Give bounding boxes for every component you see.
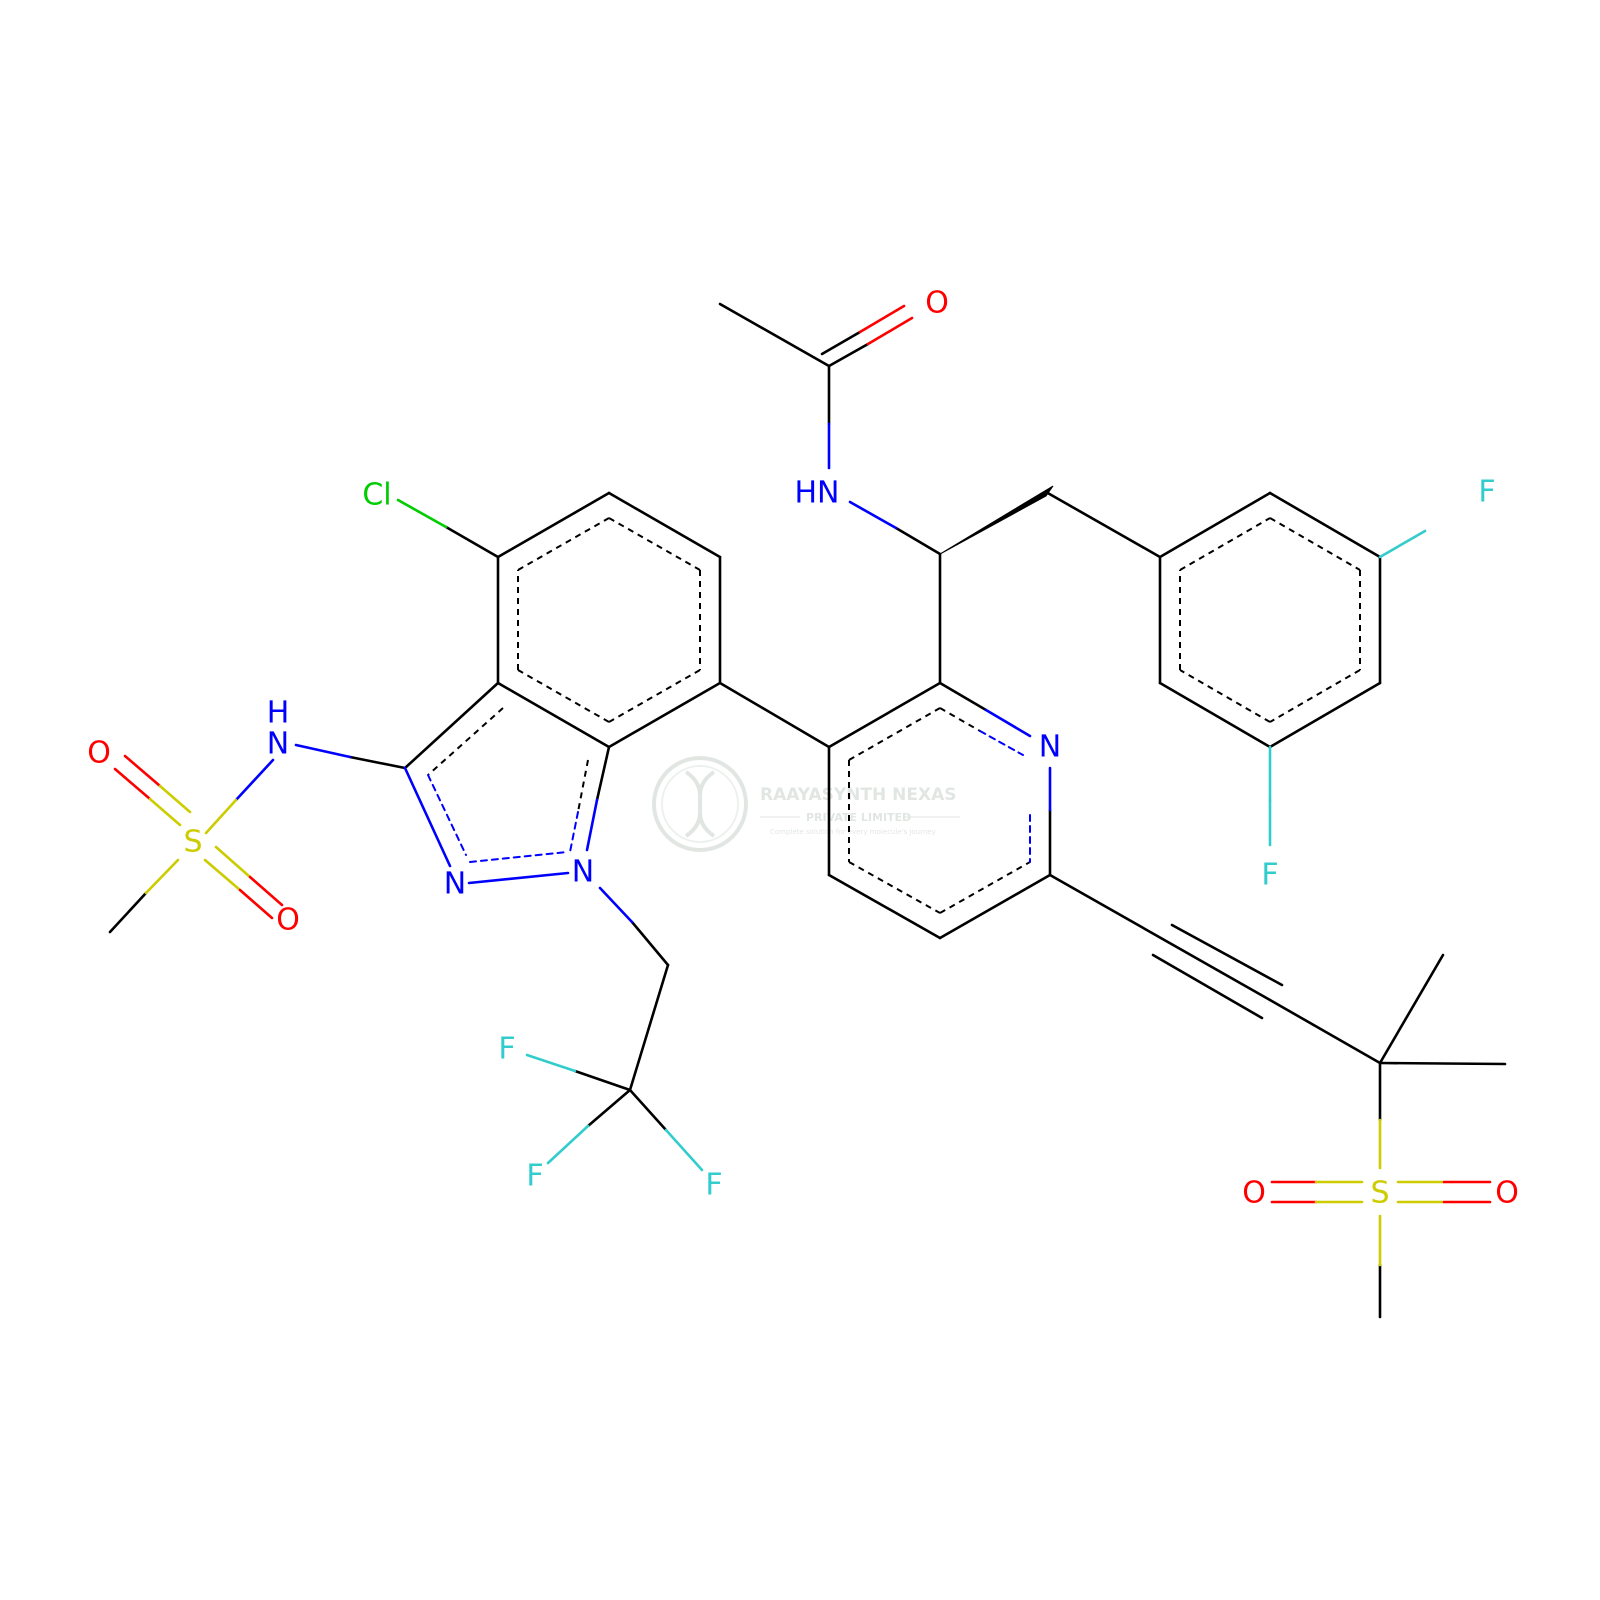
atom-nh-acetamide: HN <box>795 476 840 511</box>
atom-s-sulfone: S <box>1370 1176 1389 1211</box>
atom-nh-sulfonamide-h: H <box>267 696 290 731</box>
atom-nh-sulfonamide-n: N <box>267 727 289 762</box>
atom-f-phenyl-top: F <box>1478 475 1495 510</box>
watermark-tagline: Complete solution for every molecule's j… <box>770 828 936 836</box>
bonds-heteroatom <box>113 304 1492 1267</box>
atom-o-sulfone-left: O <box>1242 1176 1266 1211</box>
atom-n-pyridine: N <box>1039 730 1061 765</box>
atom-o-sulfone-right: O <box>1495 1176 1519 1211</box>
bonds-aromatic-dashed <box>427 517 1361 914</box>
bonds-carbon <box>108 302 1507 1319</box>
atom-f-cf3-c: F <box>705 1168 722 1203</box>
watermark-logo-icon <box>652 756 748 852</box>
atom-f-cf3-b: F <box>526 1159 543 1194</box>
atom-o-sulfonamide-top: O <box>87 736 111 771</box>
watermark-title: RAAYASYNTH NEXAS <box>760 785 957 805</box>
watermark-subtitle: PRIVATE LIMITED <box>806 811 911 824</box>
atom-n-indazole-1: N <box>572 855 594 890</box>
atom-o-sulfonamide-bottom: O <box>276 903 300 938</box>
atom-cl: Cl <box>362 478 391 513</box>
atom-o-acetyl: O <box>925 286 949 321</box>
atom-f-phenyl-bottom: F <box>1261 858 1278 893</box>
atom-s-sulfonamide: S <box>183 825 202 860</box>
atom-labels: O HN F F Cl H N O S O N N N F F F O S O <box>87 286 1519 1211</box>
watermark-logo: RAAYASYNTH NEXAS PRIVATE LIMITED Complet… <box>652 756 960 852</box>
atom-n-indazole-2: N <box>444 867 466 902</box>
atom-f-cf3-a: F <box>498 1032 515 1067</box>
